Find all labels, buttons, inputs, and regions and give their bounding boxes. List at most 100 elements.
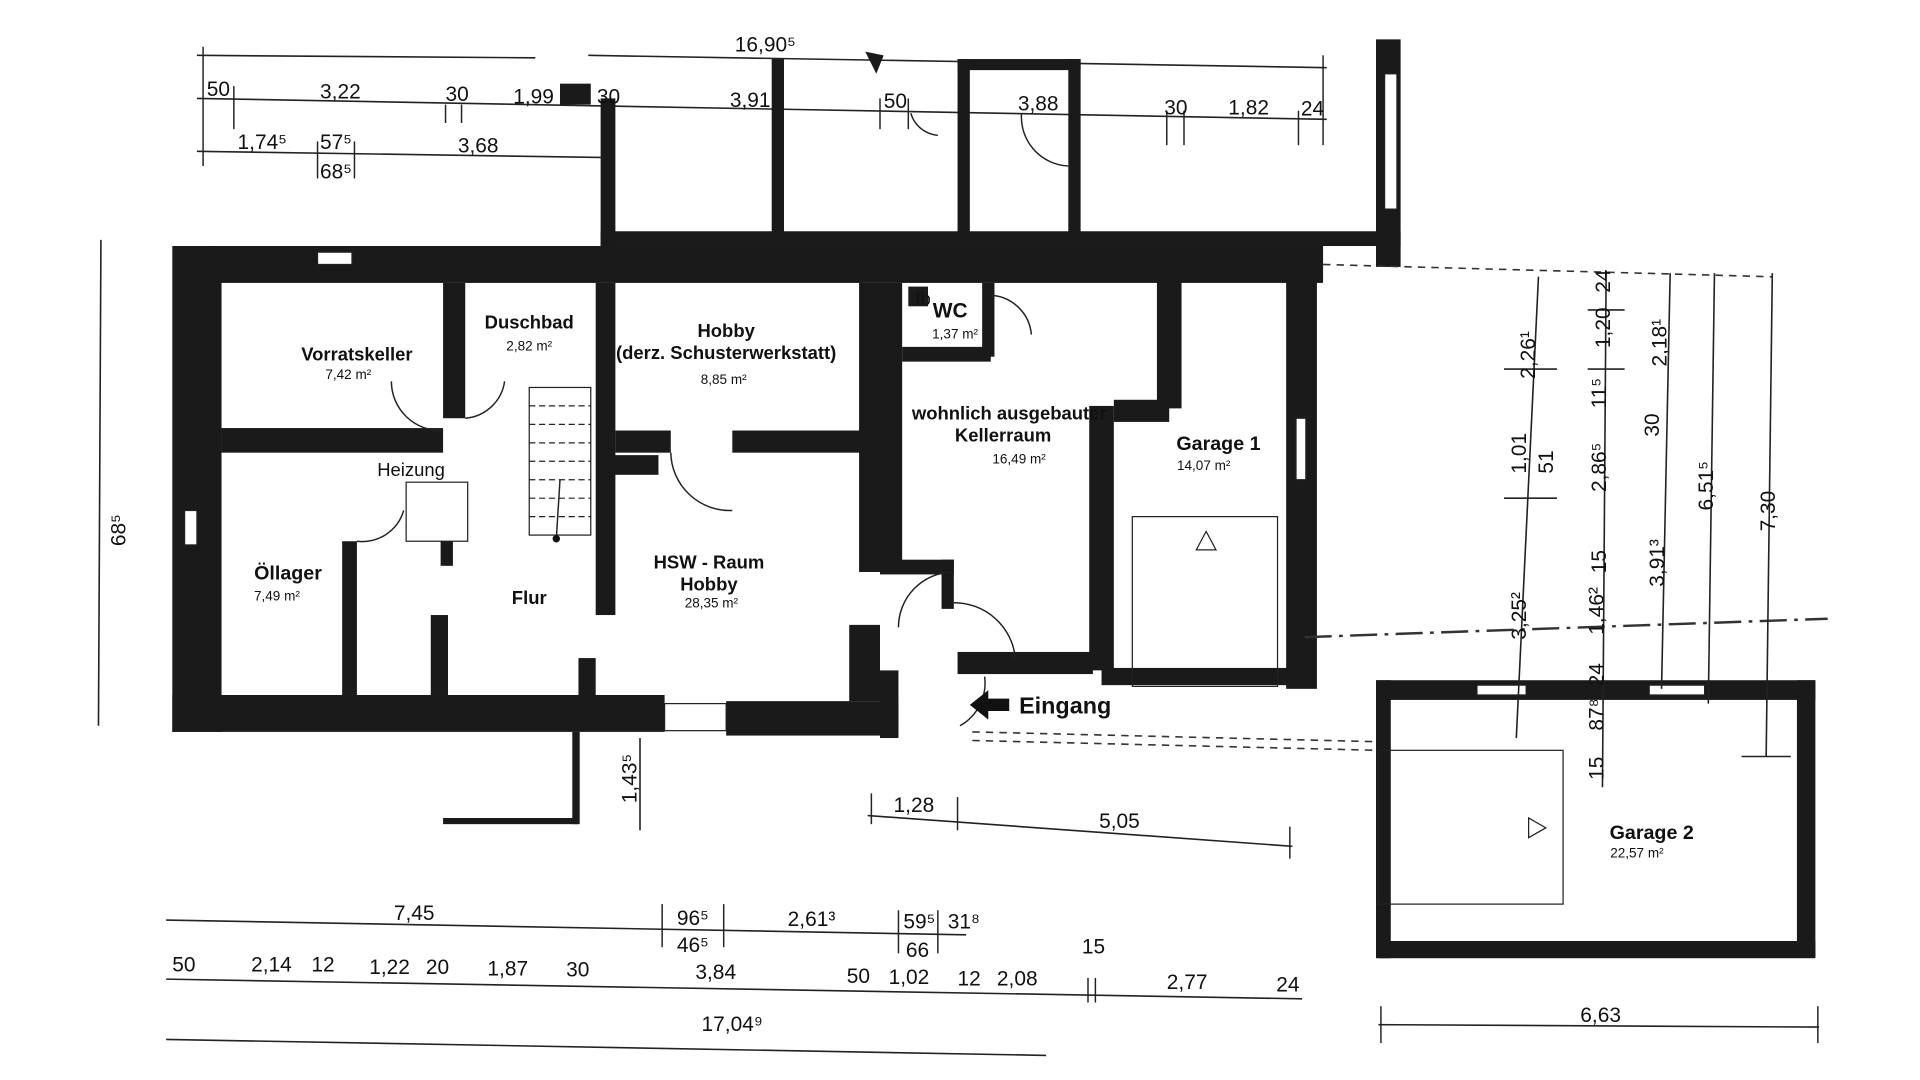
top-dimension-lines [196, 46, 1327, 179]
arrow-left-icon [969, 690, 1010, 720]
dimension-label: 1,01 [1508, 433, 1531, 474]
dimension-label: 24 [1592, 269, 1615, 293]
room-vorratskeller: Vorratskeller 7,42 m² [301, 343, 412, 381]
dimension-label: 2,86⁵ [1588, 443, 1611, 492]
dimension-label: 30 [566, 959, 589, 982]
room-name: HSW - Raum [654, 551, 765, 572]
dimension-label: 6,51⁵ [1695, 461, 1718, 510]
room-oellager: Öllager 7,49 m² [254, 561, 322, 603]
left-dimensions: 68⁵ [97, 239, 131, 726]
room-name: Öllager [254, 561, 322, 584]
dimension-label: 11⁵ [1588, 378, 1611, 408]
middle-dimensions: 1,43⁵ 1,28 5,05 [618, 754, 1139, 833]
dimension-label: 3,68 [458, 135, 499, 158]
dimension-label: 12 [311, 954, 334, 977]
dimension-label: 15 [1588, 550, 1611, 573]
room-name: Hobby [697, 320, 755, 341]
dimension-label: 30 [1641, 413, 1664, 436]
dimension-label: 50 [847, 965, 870, 988]
dimension-label: 87⁸ [1586, 699, 1609, 731]
dimension-label: 24 [1586, 663, 1609, 687]
dimension-label: 1,82 [1228, 96, 1269, 119]
dimension-label: 1,74⁵ [238, 131, 287, 154]
room-area: 22,57 m² [1610, 845, 1664, 860]
dimension-label: 3,91³ [1646, 539, 1669, 587]
main-walls [172, 246, 1324, 739]
dimension-label: 1,20 [1592, 307, 1615, 348]
dimension-label: 24 [1301, 98, 1325, 121]
dimension-label: 3,25² [1508, 592, 1531, 640]
dimension-label: 3,91 [730, 89, 771, 112]
dimension-label: 2,18¹ [1648, 319, 1671, 367]
dimension-label: 17,04⁹ [702, 1013, 763, 1036]
room-name: Vorratskeller [301, 343, 412, 364]
right-dimension-lines [1504, 270, 1791, 788]
top-dimensions: 16,90⁵ 50 3,22 30 1,99 30 3,91 50 3,88 3… [207, 34, 1325, 184]
dimension-label: 15 [1082, 935, 1105, 958]
room-name: Garage 1 [1176, 433, 1260, 455]
dimension-label: 68⁵ [320, 160, 352, 183]
dimension-label: 1,28 [894, 794, 935, 817]
dimension-label: 1,22 [369, 956, 410, 979]
entrance: Eingang [969, 690, 1111, 720]
dimension-label: 59⁵ [903, 911, 935, 934]
room-area: 28,35 m² [685, 596, 739, 611]
dimension-label: 1,43⁵ [618, 754, 641, 803]
dimension-label: 2,77 [1167, 971, 1208, 994]
dimension-label: 66 [906, 939, 929, 962]
room-area: 1,37 m² [932, 326, 978, 341]
room-garage-1: Garage 1 14,07 m² [1176, 433, 1260, 473]
dimension-label: 2,26¹ [1517, 331, 1540, 379]
dimension-label: 50 [884, 90, 907, 113]
room-name-line2: Hobby [680, 573, 738, 594]
room-name: wohnlich ausgebauter [911, 402, 1107, 423]
dimension-label: 50 [207, 78, 230, 101]
dimension-label: 31⁸ [948, 911, 980, 934]
bottom-dimensions: 7,45 96⁵ 2,61³ 59⁵ 31⁸ 46⁵ 66 50 2,14 12… [172, 902, 1621, 1036]
room-area: 8,85 m² [701, 372, 747, 387]
room-name-line2: Kellerraum [955, 425, 1051, 446]
bottom-dimension-lines [166, 738, 1820, 1057]
entrance-label: Eingang [1019, 692, 1111, 718]
dimension-label: 30 [446, 83, 469, 106]
dimension-label: 3,88 [1018, 93, 1059, 116]
room-area: 7,49 m² [254, 588, 300, 603]
dimension-label: 1,87 [487, 957, 528, 980]
room-hobby: Hobby (derz. Schusterwerkstatt) 8,85 m² [616, 320, 836, 387]
room-name: Heizung [377, 459, 445, 480]
dimension-label: 16,90⁵ [735, 34, 796, 57]
room-name: Flur [512, 587, 547, 608]
dimension-label: 7,30 [1757, 491, 1780, 532]
room-name: Garage 2 [1610, 822, 1694, 844]
room-kellerraum: wohnlich ausgebauter Kellerraum 16,49 m² [911, 402, 1107, 466]
room-area: 16,49 m² [992, 452, 1046, 467]
dimension-label: 1,46² [1586, 587, 1609, 635]
dimension-label: 46⁵ [677, 934, 709, 957]
dimension-label: 3,84 [695, 961, 736, 984]
dimension-label: 1,99 [513, 85, 554, 108]
dimension-label: 5,05 [1099, 810, 1140, 833]
upper-annex-walls [560, 39, 1401, 267]
room-duschbad: Duschbad 2,82 m² [485, 311, 574, 353]
dimension-label: 57⁵ [320, 131, 352, 154]
dimension-label: 96⁵ [677, 907, 709, 930]
room-hsw: HSW - Raum Hobby 28,35 m² [654, 551, 765, 610]
room-wc: fb WC 1,37 m² [915, 288, 978, 341]
dimension-label: 30 [1164, 96, 1187, 119]
room-area: 7,42 m² [325, 367, 371, 382]
room-area: 2,82 m² [506, 339, 552, 354]
garage-2-structure [1376, 680, 1816, 959]
dimension-label: 51 [1535, 450, 1558, 473]
dimension-label: 68⁵ [108, 514, 131, 546]
room-name: WC [933, 299, 968, 322]
dimension-label: 1,02 [889, 966, 930, 989]
room-heizung: Heizung [377, 459, 445, 480]
dimension-label: 20 [426, 956, 449, 979]
dimension-label: 7,45 [394, 902, 435, 925]
room-flur: Flur [512, 587, 547, 608]
room-prefix: fb [915, 288, 930, 309]
room-garage-2: Garage 2 22,57 m² [1610, 822, 1694, 860]
dimension-label: 15 [1586, 757, 1609, 780]
right-dimensions: 24 2,26¹ 1,20 2,18¹ 11⁵ 1,01 51 30 2,86⁵… [1508, 269, 1780, 780]
